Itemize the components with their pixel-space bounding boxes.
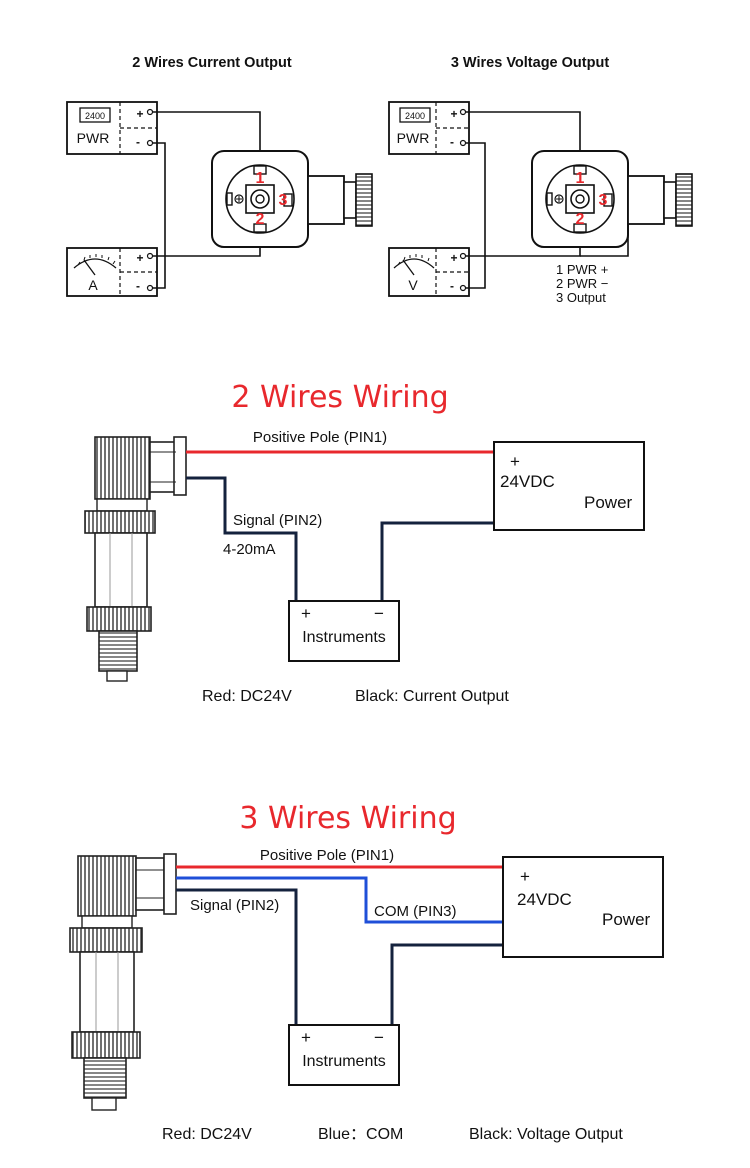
signal-label-bottom: Signal (PIN2) bbox=[190, 897, 279, 914]
positive-pole-label: Positive Pole (PIN1) bbox=[253, 429, 387, 446]
pressure-sensor-icon-bottom bbox=[69, 853, 177, 1111]
pin-legend-1: 1 PWR + bbox=[556, 262, 608, 277]
power-box: + 24VDC Power bbox=[493, 441, 645, 531]
com-wire-blue bbox=[176, 876, 505, 924]
signal-wire-black-bottom bbox=[176, 888, 298, 1026]
connector-icon bbox=[211, 150, 309, 248]
power-supply-box-right: 2400 PWR + - bbox=[388, 101, 470, 155]
pin-legend-3: 3 Output bbox=[556, 290, 606, 305]
pwr-minus: - bbox=[136, 135, 140, 149]
instr-minus: − bbox=[374, 604, 384, 623]
power-supply-box: 2400 PWR + - bbox=[66, 101, 158, 155]
display-icon bbox=[79, 107, 111, 123]
instr-plus: + bbox=[301, 604, 311, 623]
positive-pole-label-bottom: Positive Pole (PIN1) bbox=[260, 847, 394, 864]
meter-v-label: V bbox=[408, 277, 418, 293]
connector-icon-right bbox=[531, 150, 629, 248]
right-diagram-title: 3 Wires Voltage Output bbox=[451, 55, 609, 71]
instruments-box: + − Instruments bbox=[288, 600, 400, 662]
pin2-label: 2 bbox=[256, 211, 265, 228]
pwr-plus: + bbox=[136, 107, 143, 121]
three-wire-title: 3 Wires Wiring bbox=[239, 801, 456, 836]
gauge-dial-icon bbox=[73, 258, 117, 269]
instr-plus-bottom: + bbox=[301, 1028, 311, 1047]
left-diagram-title: 2 Wires Current Output bbox=[132, 55, 292, 71]
voltmeter-box: V + - bbox=[388, 247, 470, 297]
pwr-minus-right: - bbox=[450, 135, 454, 149]
instr-label: Instruments bbox=[302, 629, 386, 646]
pressure-sensor-icon bbox=[84, 436, 187, 682]
instr-label-bottom: Instruments bbox=[302, 1053, 386, 1070]
three-wire-section: 3 Wires Wiring Positive Pole (PIN1) Sign… bbox=[69, 801, 664, 1143]
signal-label: Signal (PIN2) bbox=[233, 512, 322, 529]
power-plus-bottom: + bbox=[520, 867, 530, 886]
pin1-label: 1 bbox=[256, 170, 265, 187]
instr-minus-bottom: − bbox=[374, 1028, 384, 1047]
power-label-bottom: Power bbox=[602, 910, 651, 929]
meter-minus: - bbox=[136, 279, 140, 293]
instruments-box-bottom: + − Instruments bbox=[288, 1024, 400, 1086]
top-right-diagram: 3 Wires Voltage Output 2400 PWR + - V + … bbox=[388, 55, 693, 305]
return-wire-black-bottom bbox=[390, 943, 505, 1026]
signal-wire-black bbox=[186, 476, 298, 602]
pwr-plus-right: + bbox=[450, 107, 457, 121]
pin3-label: 3 bbox=[279, 192, 288, 209]
two-wire-section: 2 Wires Wiring Positive Pole (PIN1) Sign… bbox=[84, 380, 645, 705]
cable-gland-icon bbox=[307, 173, 373, 227]
power-label: Power bbox=[584, 493, 633, 512]
legend-black-bottom: Black: Voltage Output bbox=[469, 1126, 623, 1143]
two-wire-title: 2 Wires Wiring bbox=[231, 380, 448, 415]
legend-black: Black: Current Output bbox=[355, 688, 509, 705]
display-reading-right: 2400 bbox=[405, 111, 425, 121]
power-box-bottom: + 24VDC Power bbox=[502, 856, 664, 958]
com-label: COM (PIN3) bbox=[374, 903, 457, 920]
top-left-diagram: 2 Wires Current Output 2400 PWR + - A + … bbox=[66, 55, 373, 297]
cable-gland-icon-right bbox=[627, 173, 693, 227]
pin-legend-2: 2 PWR − bbox=[556, 276, 608, 291]
power-plus: + bbox=[510, 452, 520, 471]
display-icon bbox=[399, 107, 431, 123]
pin2-label-right: 2 bbox=[576, 211, 585, 228]
voltmeter-plus: + bbox=[450, 251, 457, 265]
legend-red: Red: DC24V bbox=[202, 688, 292, 705]
legend-red-bottom: Red: DC24V bbox=[162, 1126, 252, 1143]
return-wire-black bbox=[380, 521, 497, 602]
display-reading: 2400 bbox=[85, 111, 105, 121]
pin1-label-right: 1 bbox=[576, 170, 585, 187]
power-voltage-bottom: 24VDC bbox=[517, 890, 572, 909]
current-range-label: 4-20mA bbox=[223, 541, 276, 558]
voltmeter-minus: - bbox=[450, 279, 454, 293]
meter-plus: + bbox=[136, 251, 143, 265]
pwr-label-right: PWR bbox=[397, 130, 430, 146]
gauge-dial-icon bbox=[393, 258, 435, 269]
meter-a-label: A bbox=[88, 277, 98, 293]
pin3-label-right: 3 bbox=[599, 192, 608, 209]
legend-blue: Blue：COM bbox=[318, 1126, 403, 1143]
power-voltage: 24VDC bbox=[500, 472, 555, 491]
pwr-label: PWR bbox=[77, 130, 110, 146]
ammeter-box: A + - bbox=[66, 247, 158, 297]
